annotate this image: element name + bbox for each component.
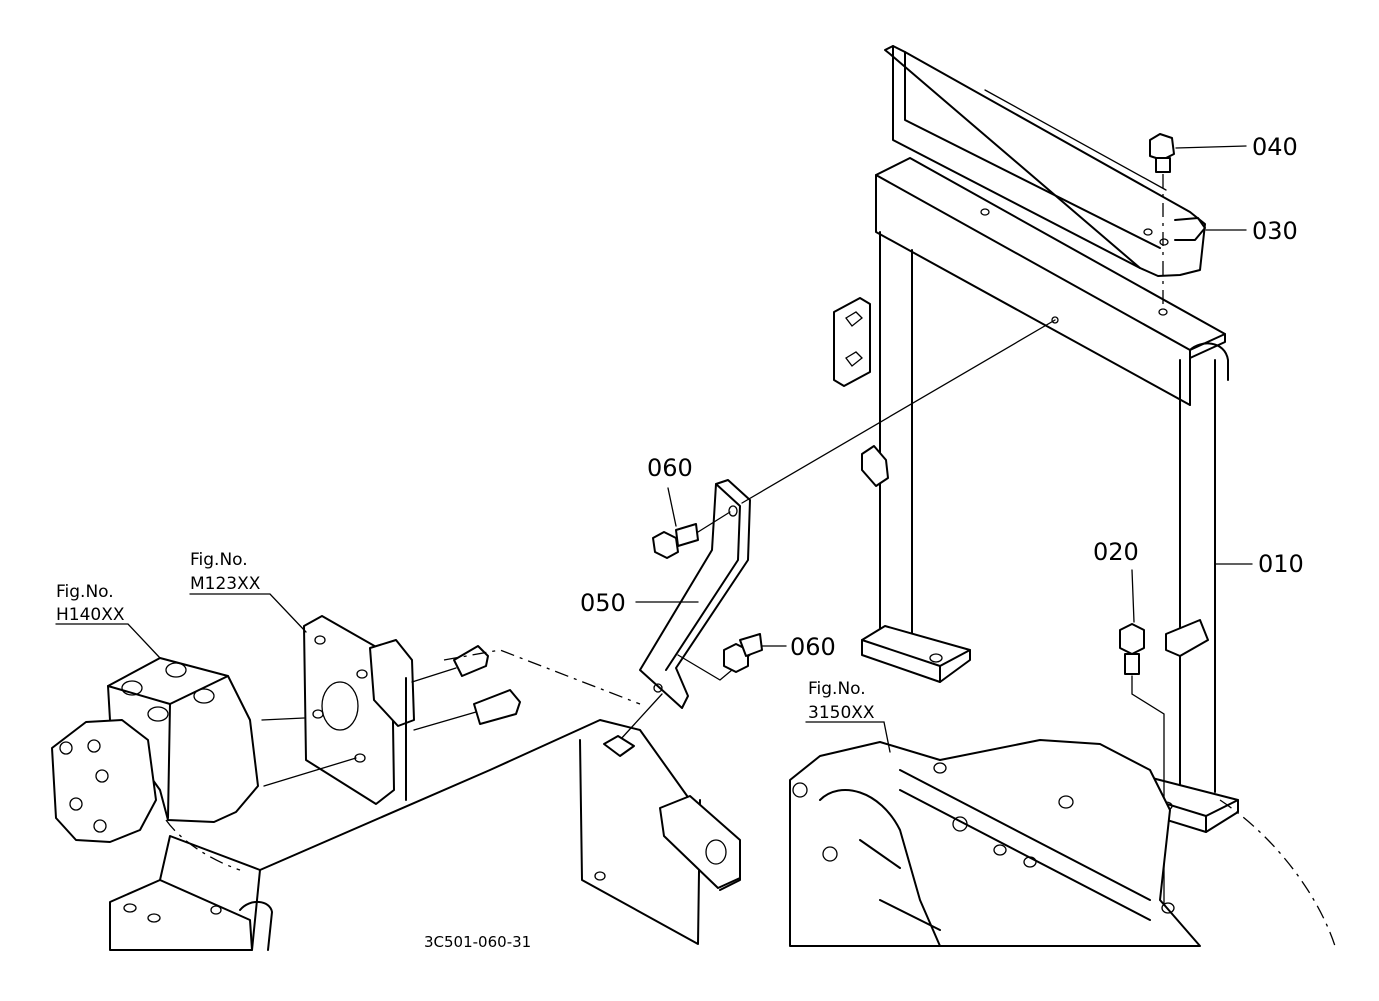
callout-030: 030 xyxy=(1252,217,1298,245)
fig-ref-number-h140: H140XX xyxy=(56,605,125,625)
callout-050: 050 xyxy=(580,589,626,617)
part-010-support-frame xyxy=(833,157,1239,833)
figure-references: Fig.No. H140XX Fig.No. M123XX Fig.No. 31… xyxy=(56,550,875,723)
callout-040: 040 xyxy=(1252,133,1298,161)
part-020-bolt xyxy=(1119,623,1165,911)
part-040-bolt xyxy=(1149,133,1175,310)
callouts: 040 030 010 020 060 050 060 xyxy=(580,133,1304,661)
lower-frame-body xyxy=(109,649,741,951)
steering-mount-plate xyxy=(261,615,521,805)
fig-ref-label-h140: Fig.No. xyxy=(56,582,114,602)
fig-ref-label-3150: Fig.No. xyxy=(808,679,866,699)
part-060-bolt-mid xyxy=(723,633,763,673)
transmission-case xyxy=(789,739,1336,947)
diagram-id: 3C501-060-31 xyxy=(424,933,531,951)
callout-010: 010 xyxy=(1258,550,1304,578)
part-030-handle-bracket xyxy=(884,45,1206,277)
fig-ref-label-m123: Fig.No. xyxy=(190,550,248,570)
part-060-bolt-top xyxy=(652,511,731,559)
callout-020: 020 xyxy=(1093,538,1139,566)
fig-ref-number-3150: 3150XX xyxy=(808,703,875,723)
hydraulic-valve-unit xyxy=(51,657,259,871)
callout-060-top: 060 xyxy=(647,454,693,482)
part-050-stay-bracket xyxy=(619,319,1056,741)
callout-060-mid: 060 xyxy=(790,633,836,661)
fig-ref-number-m123: M123XX xyxy=(190,574,261,594)
leader-lines xyxy=(55,145,1253,753)
